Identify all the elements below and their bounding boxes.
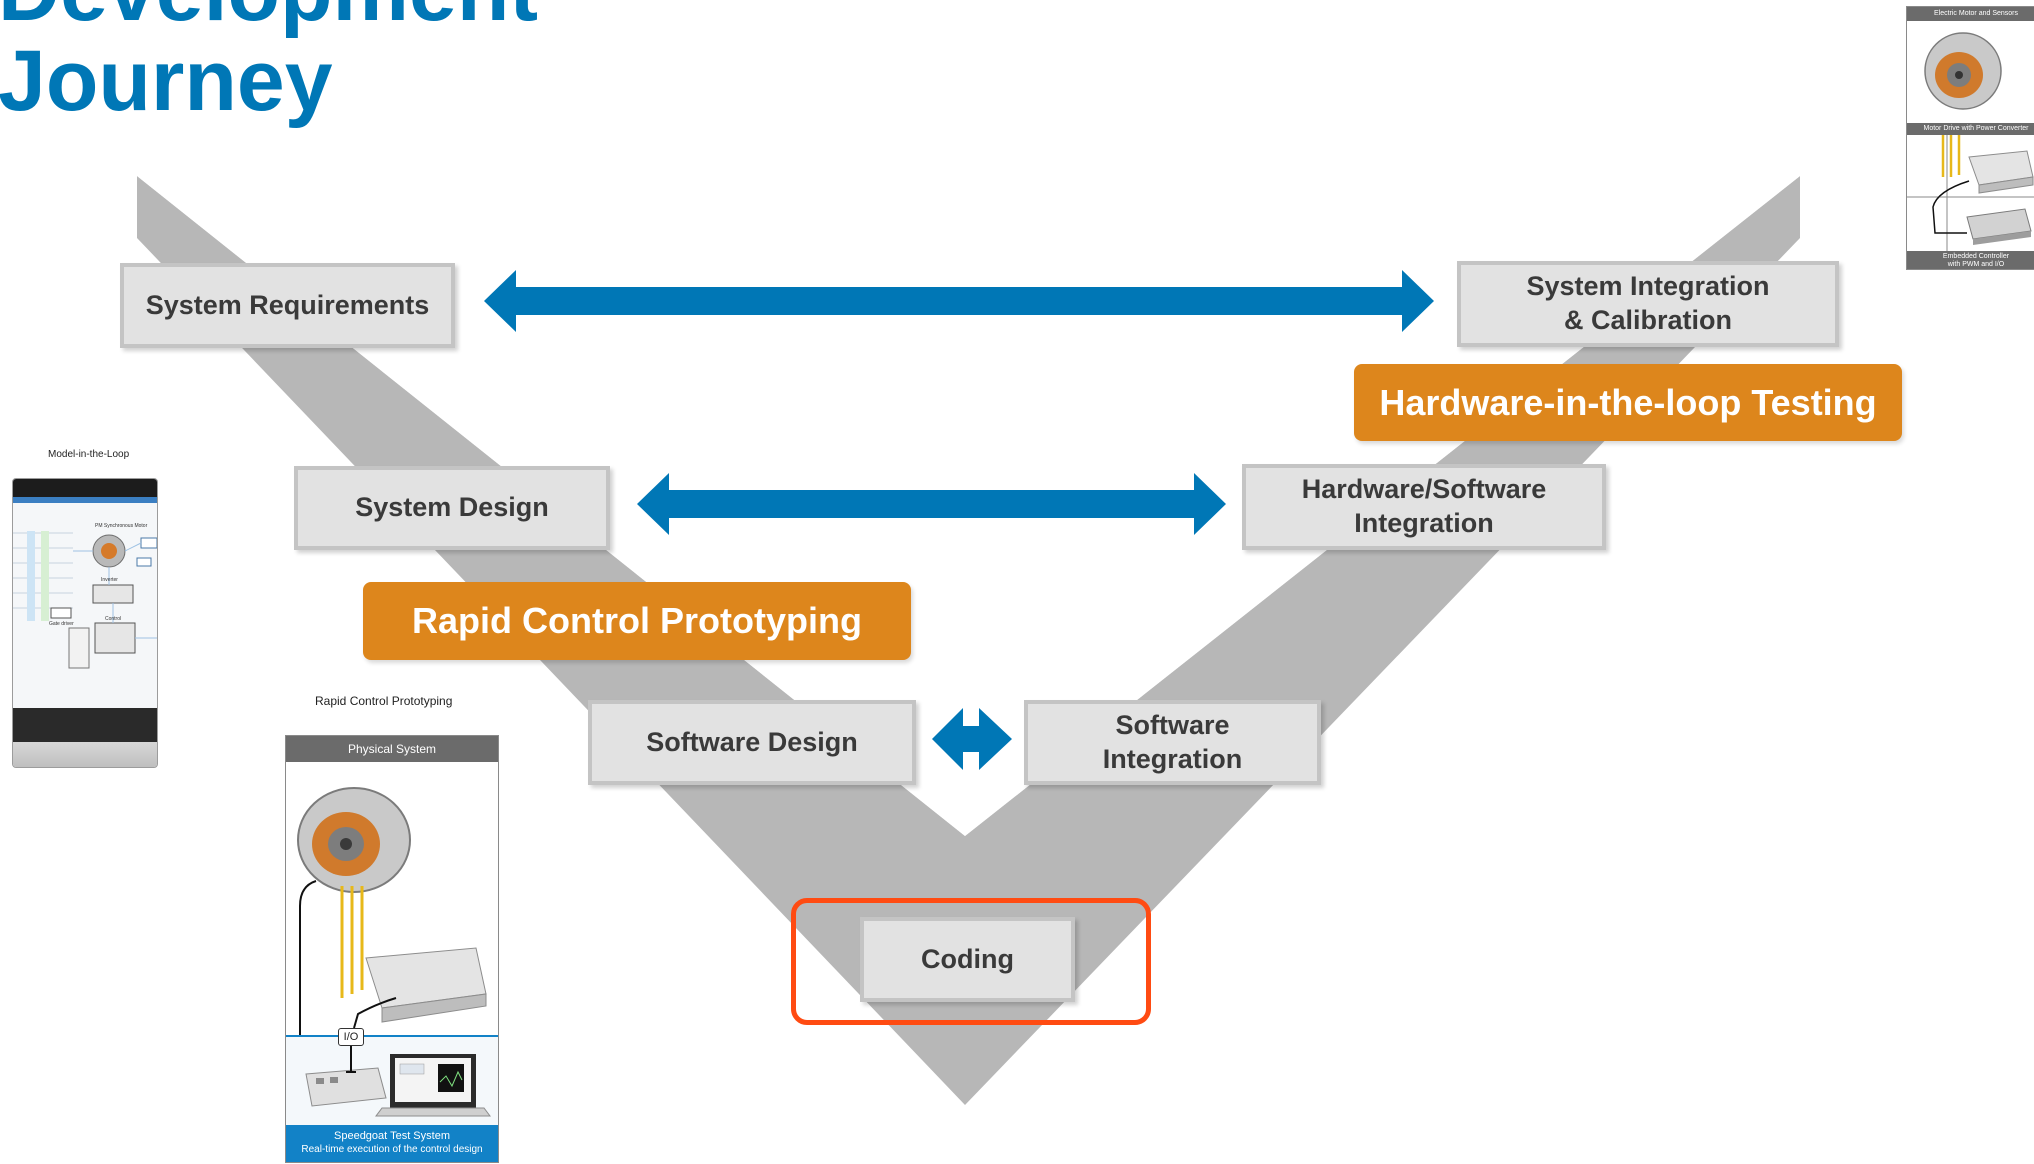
mil-label-control: Control (105, 616, 121, 622)
power-converter-icon (1968, 150, 2034, 194)
v-shape-inner-cut (137, 176, 1800, 836)
laptop-keyboard (13, 708, 157, 742)
hardware-in-the-loop-thumbnail: Electric Motor and Sensors Motor Drive w… (1906, 6, 2034, 270)
toolbar-strip (13, 497, 157, 503)
card-footer-subtitle: Real-time execution of the control desig… (301, 1144, 483, 1156)
mil-label-inverter: Inverter (101, 577, 118, 583)
hil-band-drive-label: Motor Drive with Power Converter (1923, 124, 2029, 132)
stage-system-integration-calibration: System Integration & Calibration (1457, 261, 1839, 347)
stage-software-integration: Software Integration (1024, 700, 1321, 785)
stage-label: System Requirements (145, 289, 430, 320)
laptop-base (13, 742, 157, 767)
io-label: I/O (338, 1028, 364, 1046)
stage-software-design: Software Design (588, 700, 916, 785)
electric-motor-icon (297, 787, 411, 893)
rapid-control-prototyping-thumbnail: Physical System (285, 735, 499, 1163)
stage-label: Coding (921, 943, 1014, 974)
hil-band-controller: Embedded Controller with PWM and I/O (1907, 251, 2034, 269)
model-in-the-loop-thumbnail: PM Synchronous Motor Inverter Gate drive… (12, 478, 158, 768)
hil-illustration (1907, 32, 2034, 251)
stage-system-design: System Design (294, 466, 610, 550)
stage-hardware-software-integration: Hardware/Software Integration (1242, 464, 1606, 550)
mil-label-gate-driver: Gate driver (49, 621, 74, 627)
simulink-model: PM Synchronous Motor Inverter Gate drive… (13, 523, 157, 669)
mil-diagram-title: PM Synchronous Motor (95, 523, 148, 529)
arrow-software-design-to-integration (932, 708, 1012, 770)
model-in-the-loop-caption: Model-in-the-Loop (48, 449, 130, 460)
card-header: Physical System (286, 736, 498, 762)
embedded-controller-icon (1966, 208, 2032, 245)
arrow-requirements-to-integration (484, 270, 1434, 332)
target-machine-icon (305, 1067, 387, 1107)
hil-band-drive: Motor Drive with Power Converter (1907, 123, 2034, 135)
card-footer: Speedgoat Test System Real-time executio… (286, 1125, 498, 1162)
hil-band-controller-line1: Embedded Controller (1942, 252, 2010, 260)
rcp-illustration (286, 787, 498, 1127)
arrow-design-to-hw-sw-integration (637, 473, 1226, 535)
laptop-icon (375, 1054, 491, 1117)
stage-label: Software Design (646, 726, 858, 757)
hil-band-motor-label: Electric Motor and Sensors (1933, 9, 2019, 17)
electric-motor-icon (1924, 32, 2002, 110)
stage-label: Hardware/Software Integration (1301, 474, 1547, 538)
coding-highlight-frame (791, 898, 1151, 1025)
card-footer-title: Speedgoat Test System (334, 1130, 450, 1143)
stage-coding: Coding (860, 917, 1075, 1002)
stage-label: System Integration & Calibration (1526, 271, 1770, 335)
tag-hardware-in-the-loop-testing: Hardware-in-the-loop Testing (1354, 364, 1902, 441)
page-title: Development (0, 0, 538, 34)
double-headed-arrow-icon (932, 708, 1012, 770)
double-headed-arrow-icon (637, 473, 1226, 535)
stage-label: System Design (355, 492, 549, 523)
stage-system-requirements: System Requirements (120, 263, 455, 348)
stage-label: Software Integration (1102, 709, 1243, 774)
hil-band-motor: Electric Motor and Sensors (1907, 7, 2034, 21)
rapid-control-prototyping-caption: Rapid Control Prototyping (315, 694, 453, 708)
power-converter-icon (365, 947, 487, 1023)
tag-rapid-control-prototyping: Rapid Control Prototyping (363, 582, 911, 660)
laptop-screen-bezel (13, 479, 157, 497)
page-subtitle: Journey (0, 33, 333, 129)
double-headed-arrow-icon (484, 270, 1434, 332)
hil-band-controller-line2: with PWM and I/O (1947, 261, 2005, 268)
